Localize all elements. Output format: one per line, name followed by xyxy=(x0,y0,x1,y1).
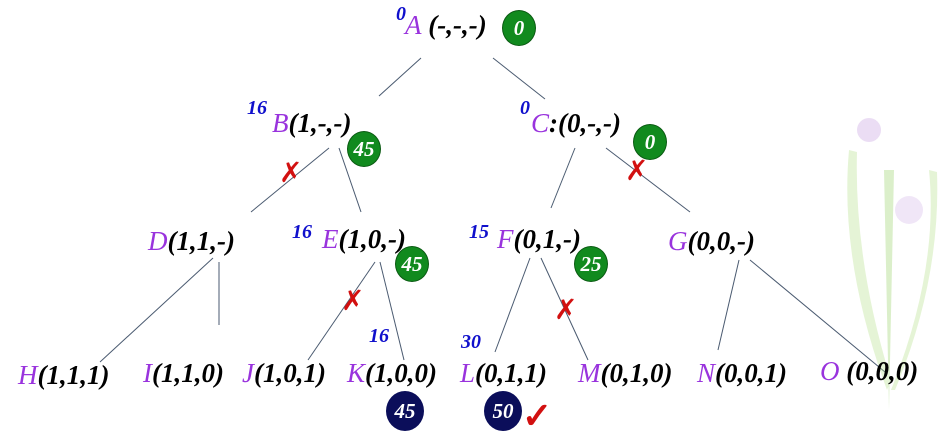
checkmark-icon: ✓ xyxy=(522,396,553,436)
node-l-letter: L xyxy=(460,358,476,388)
node-n-letter: N xyxy=(697,358,716,388)
node-n-tuple: (0,0,1) xyxy=(715,358,787,388)
node-b-letter: B xyxy=(272,108,289,138)
node-c-tuple: :(0,-,-) xyxy=(549,108,621,138)
prune-x-icon: ✗ xyxy=(279,158,303,189)
cost-a: 0 xyxy=(396,3,406,25)
node-g-tuple: (0,0,-) xyxy=(687,226,755,256)
node-a-letter: A xyxy=(405,10,422,40)
edge-a-b xyxy=(378,57,422,97)
node-n[interactable]: N(0,0,1) xyxy=(697,360,787,387)
cost-f: 15 xyxy=(469,221,489,243)
node-g[interactable]: G(0,0,-) xyxy=(668,228,755,255)
node-a-tuple: (-,-,-) xyxy=(428,10,487,40)
node-l-tuple: (0,1,1) xyxy=(475,358,548,388)
node-j-tuple: (1,0,1) xyxy=(253,358,326,388)
edge-c-g xyxy=(605,147,691,213)
cost-e: 16 xyxy=(292,221,312,243)
node-l[interactable]: L(0,1,1) xyxy=(460,360,547,387)
node-e[interactable]: E(1,0,-) xyxy=(322,226,406,253)
node-k[interactable]: K(1,0,0) xyxy=(347,360,437,387)
node-h-letter: H xyxy=(18,360,38,390)
node-g-letter: G xyxy=(668,226,688,256)
edge-g-o xyxy=(749,259,886,373)
node-b-tuple: (1,-,-) xyxy=(288,108,352,138)
node-j-letter: J xyxy=(242,358,254,388)
node-m[interactable]: M(0,1,0) xyxy=(578,360,672,387)
node-h[interactable]: H(1,1,1) xyxy=(18,362,109,389)
cost-c: 0 xyxy=(520,97,530,119)
node-f-tuple: (0,1,-) xyxy=(513,224,581,254)
edge-e-k xyxy=(379,261,405,361)
prune-x-icon: ✗ xyxy=(341,286,365,317)
edge-d-h xyxy=(99,257,214,363)
node-i-letter: I xyxy=(143,358,152,388)
bound-c: 0 xyxy=(633,124,667,160)
node-d-letter: D xyxy=(148,226,168,256)
edge-b-e xyxy=(338,147,362,213)
value-l: 50 xyxy=(484,391,522,431)
node-a[interactable]: A (-,-,-) xyxy=(405,12,487,39)
node-m-tuple: (0,1,0) xyxy=(600,358,673,388)
edge-a-c xyxy=(492,57,546,100)
node-o-tuple: (0,0,0) xyxy=(839,356,919,386)
node-f-letter: F xyxy=(497,224,514,254)
node-h-tuple: (1,1,1) xyxy=(37,360,110,390)
node-i[interactable]: I(1,1,0) xyxy=(143,360,224,387)
flower-decoration xyxy=(847,118,938,410)
value-k: 45 xyxy=(386,391,424,431)
edge-g-n xyxy=(717,259,740,351)
node-b[interactable]: B(1,-,-) xyxy=(272,110,351,137)
cost-k: 16 xyxy=(369,325,389,347)
node-k-tuple: (1,0,0) xyxy=(365,358,437,388)
bound-f: 25 xyxy=(574,246,608,282)
edge-c-f xyxy=(550,147,576,209)
prune-x-icon: ✗ xyxy=(625,156,649,187)
node-e-letter: E xyxy=(322,224,339,254)
node-m-letter: M xyxy=(578,358,601,388)
node-j[interactable]: J(1,0,1) xyxy=(242,360,326,387)
bound-e: 45 xyxy=(395,246,429,282)
node-o[interactable]: O (0,0,0) xyxy=(820,358,918,385)
node-c-letter: C xyxy=(531,108,550,138)
edge-e-j xyxy=(307,261,376,361)
node-c[interactable]: C:(0,-,-) xyxy=(531,110,621,137)
bound-b: 45 xyxy=(347,131,381,167)
node-d-tuple: (1,1,-) xyxy=(167,226,235,256)
edge-f-l xyxy=(494,257,531,353)
bound-a: 0 xyxy=(502,10,536,46)
node-e-tuple: (1,0,-) xyxy=(338,224,406,254)
node-k-letter: K xyxy=(347,358,366,388)
node-d[interactable]: D(1,1,-) xyxy=(148,228,235,255)
node-o-letter: O xyxy=(820,356,840,386)
node-i-tuple: (1,1,0) xyxy=(152,358,224,388)
cost-b: 16 xyxy=(247,97,267,119)
cost-l: 30 xyxy=(461,331,481,353)
edge-f-m xyxy=(540,257,589,361)
prune-x-icon: ✗ xyxy=(554,295,578,326)
node-f[interactable]: F(0,1,-) xyxy=(497,226,581,253)
edge-b-d xyxy=(250,147,330,213)
